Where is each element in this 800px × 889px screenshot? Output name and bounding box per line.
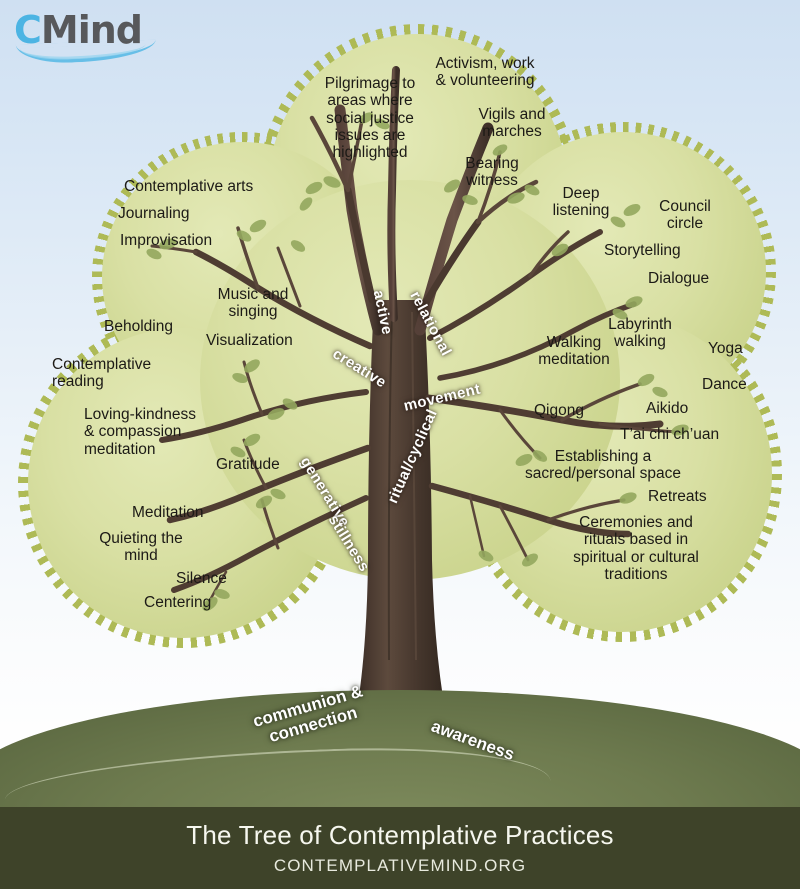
practice-label-aikido: Aikido (646, 400, 689, 417)
practice-label-dialogue: Dialogue (648, 270, 710, 287)
practice-label-activism: Activism, work & volunteering (435, 55, 535, 90)
practice-label-dance: Dance (702, 376, 747, 393)
practice-label-tai-chi-chuan: T’ai chi ch’uan (620, 426, 720, 443)
poster-title: The Tree of Contemplative Practices (186, 820, 614, 850)
practice-label-visualization: Visualization (206, 332, 293, 349)
practice-label-bearing-witness: Bearing witness (465, 155, 519, 190)
practice-label-yoga: Yoga (708, 340, 743, 357)
logo-word-mind: Mind (40, 8, 143, 52)
practice-label-contemplative-reading: Contemplative reading (52, 356, 152, 391)
practice-label-beholding: Beholding (104, 318, 173, 335)
practice-label-centering: Centering (144, 594, 212, 611)
leaf-cluster (146, 112, 689, 611)
practice-label-retreats: Retreats (648, 488, 707, 505)
practice-label-meditation: Meditation (132, 504, 204, 521)
logo-letter-c: C (14, 8, 42, 52)
practice-label-improvisation: Improvisation (120, 232, 213, 249)
practice-label-vigils-marches: Vigils and marches (478, 106, 546, 141)
poster-footer: The Tree of Contemplative Practices CONT… (0, 807, 800, 889)
practice-label-council-circle: Council circle (659, 198, 711, 233)
practice-label-music-singing: Music and singing (217, 286, 289, 321)
practice-label-gratitude: Gratitude (216, 456, 280, 473)
practice-label-quieting-the-mind: Quieting the mind (99, 530, 183, 565)
practice-label-walking-meditation: Walking meditation (538, 334, 610, 369)
logo-wordmark: CMind (14, 8, 143, 52)
practice-label-silence: Silence (176, 570, 227, 587)
practice-label-sacred-space: Establishing a sacred/personal space (525, 448, 681, 483)
practice-label-deep-listening: Deep listening (552, 185, 610, 220)
practice-label-storytelling: Storytelling (604, 242, 681, 259)
practice-label-ceremonies: Ceremonies and rituals based in spiritua… (573, 514, 699, 584)
practice-label-journaling: Journaling (118, 205, 190, 222)
practice-label-contemplative-arts: Contemplative arts (124, 178, 254, 195)
cmind-logo[interactable]: CMind (14, 6, 159, 65)
practice-label-labyrinth-walking: Labyrinth walking (608, 316, 672, 351)
practice-label-pilgrimage: Pilgrimage to areas where social justice… (324, 75, 416, 162)
tree-trunk (356, 300, 446, 716)
practice-label-loving-kindness: Loving-kindness & compassion meditation (84, 406, 197, 458)
poster-site-url: CONTEMPLATIVEMIND.ORG (273, 856, 527, 875)
practice-label-qigong: Qigong (534, 402, 584, 419)
